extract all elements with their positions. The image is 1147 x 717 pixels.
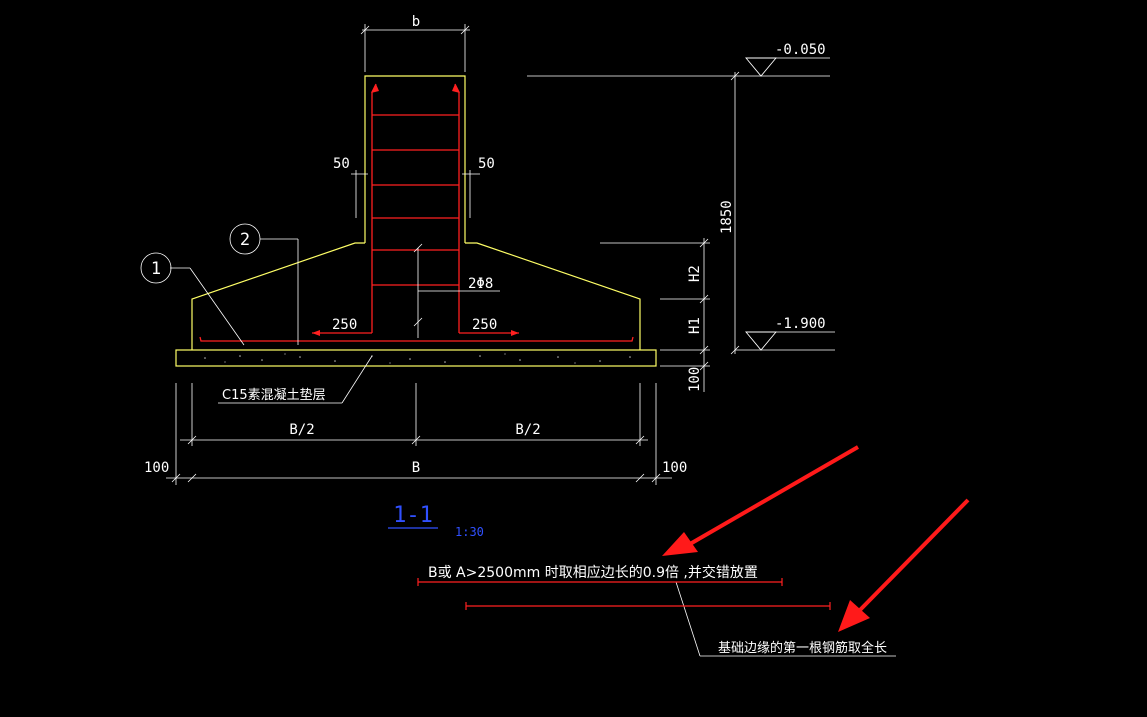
footing-left-slope bbox=[191, 242, 365, 350]
pad-material-label: C15素混凝土垫层 bbox=[222, 387, 326, 403]
dim-pad-ext-left: 100 bbox=[144, 460, 169, 476]
dim-lap-left: 250 bbox=[332, 317, 357, 333]
dim-h1: H1 bbox=[687, 317, 703, 334]
annotation-arrows bbox=[662, 445, 970, 632]
dim-half-left: B/2 bbox=[289, 422, 314, 438]
dimension-lines bbox=[140, 24, 896, 657]
dim-cover-right: 50 bbox=[478, 156, 495, 172]
rebar-note: 2Φ8 bbox=[468, 276, 493, 292]
elevation-top: -0.050 bbox=[775, 42, 826, 58]
dim-pad-ext-right: 100 bbox=[662, 460, 687, 476]
elevation-triangles bbox=[745, 57, 777, 351]
elevation-bottom: -1.900 bbox=[775, 316, 826, 332]
dimension-texts: b 50 50 -0.050 -1.900 1850 H2 H1 100 2Φ8… bbox=[144, 14, 826, 476]
footing-right-slope bbox=[465, 242, 641, 350]
red-arrowhead-2 bbox=[838, 600, 870, 632]
concrete-pad bbox=[175, 349, 657, 367]
bottom-rebar bbox=[199, 336, 634, 342]
dim-height-total: 1850 bbox=[719, 200, 735, 234]
dim-b: b bbox=[412, 14, 420, 30]
note-2: 基础边缘的第一根钢筋取全长 bbox=[718, 640, 887, 656]
red-arrow-1 bbox=[688, 445, 860, 546]
dim-pad-thickness: 100 bbox=[687, 367, 703, 392]
column-outline bbox=[364, 75, 466, 243]
dim-h2: H2 bbox=[687, 265, 703, 282]
red-arrow-2 bbox=[858, 498, 970, 612]
section-mark: 1-1 bbox=[393, 503, 433, 528]
rebar-arrowheads bbox=[312, 84, 519, 336]
footing-outline bbox=[175, 75, 657, 367]
dim-half-right: B/2 bbox=[515, 422, 540, 438]
red-arrowhead-1 bbox=[662, 532, 698, 556]
callout-2: 2 bbox=[240, 230, 250, 250]
callout-1: 1 bbox=[151, 259, 161, 279]
note-1: B或 A>2500mm 时取相应边长的0.9倍 ,并交错放置 bbox=[428, 564, 758, 581]
dim-lap-right: 250 bbox=[472, 317, 497, 333]
section-scale: 1:30 bbox=[455, 525, 484, 539]
dim-cover-left: 50 bbox=[333, 156, 350, 172]
dim-width-total: B bbox=[412, 460, 420, 476]
